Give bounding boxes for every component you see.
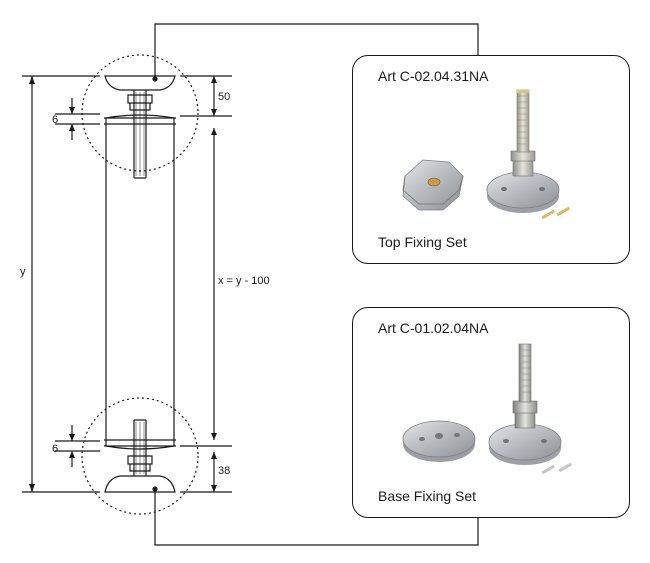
dim-6-top xyxy=(55,98,100,140)
dim-label-top-plate: 6 xyxy=(52,114,58,126)
card-caption: Top Fixing Set xyxy=(378,234,467,250)
base-fixing-set-photo xyxy=(402,343,573,475)
top-rod xyxy=(133,90,147,179)
dim-label-top-gap: 50 xyxy=(218,91,230,103)
top-fixing-set-card: Art C-02.04.31NA Top Fixing Set xyxy=(352,55,630,264)
bottom-detail-circle xyxy=(81,397,199,515)
flat-plate xyxy=(402,420,476,462)
tube xyxy=(105,114,175,450)
base-fixing-set-card: Art C-01.02.04NA Base Fixing Set xyxy=(352,307,630,518)
round-base-with-rod xyxy=(486,89,560,213)
dim-y xyxy=(22,75,100,493)
screws xyxy=(541,206,571,220)
dim-label-total-height: y xyxy=(20,266,26,278)
round-base-with-long-rod xyxy=(488,343,562,465)
bottom-connector-line xyxy=(154,490,479,546)
bottom-cup xyxy=(104,475,176,493)
dim-right xyxy=(180,75,232,493)
card-code: Art C-01.02.04NA xyxy=(378,320,489,336)
screws xyxy=(541,462,573,475)
dim-label-bottom-plate: 6 xyxy=(52,443,58,455)
bottom-rod xyxy=(133,419,147,476)
dim-6-bottom xyxy=(55,425,100,467)
top-fixing-set-photo xyxy=(402,89,571,220)
dim-label-tube-length: x = y - 100 xyxy=(218,275,270,287)
top-connector-line xyxy=(154,23,479,78)
card-caption: Base Fixing Set xyxy=(378,488,477,504)
dim-label-bottom-gap: 38 xyxy=(218,465,230,477)
cross-plate xyxy=(402,159,464,211)
card-code: Art C-02.04.31NA xyxy=(378,68,489,84)
top-cup xyxy=(104,75,176,91)
